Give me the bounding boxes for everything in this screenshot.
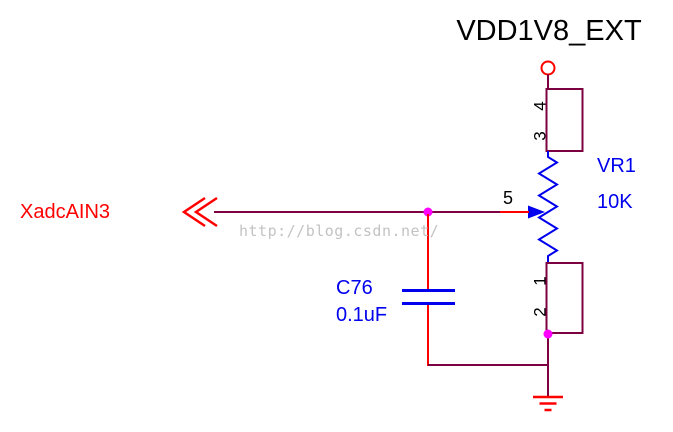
pot-top-body xyxy=(545,88,584,152)
pot-ref-label: VR1 xyxy=(597,155,636,177)
ground-symbol xyxy=(533,395,563,412)
offpage-connector-chevrons xyxy=(181,196,218,228)
pot-resistor-zigzag xyxy=(537,151,559,263)
power-terminal-circle xyxy=(540,60,556,76)
junction-dot-cap xyxy=(423,207,433,217)
pot-pin1-label: 1 xyxy=(531,276,550,285)
pot-wiper-arrow xyxy=(528,205,545,219)
watermark-text: http://blog.csdn.net/ xyxy=(239,222,439,240)
capacitor-c76: C76 0.1uF xyxy=(336,214,455,366)
pot-pin2-label: 2 xyxy=(531,307,550,316)
pot-value-label: 10K xyxy=(597,191,633,213)
pot-pin3-label: 3 xyxy=(531,131,550,140)
chevron-inner-icon xyxy=(193,196,218,228)
cap-value-label: 0.1uF xyxy=(336,304,387,326)
cap-ref-label: C76 xyxy=(336,277,373,299)
pin5-label: 5 xyxy=(503,188,513,208)
chevron-outer-icon xyxy=(181,196,206,228)
potentiometer-vr1: 4 3 1 2 VR1 10K xyxy=(528,88,636,334)
power-net-label: VDD1V8_EXT xyxy=(456,15,642,47)
pot-pin4-label: 4 xyxy=(531,101,550,110)
pot-bottom-body xyxy=(545,262,584,334)
junction-dot-pot-bottom xyxy=(543,329,553,339)
xadc-net-label: XadcAIN3 xyxy=(20,201,110,223)
